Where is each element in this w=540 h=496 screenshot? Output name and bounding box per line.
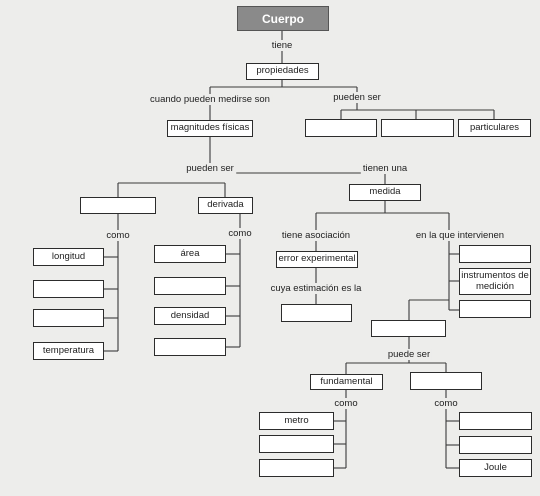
node-blank-metro-3 xyxy=(259,459,334,477)
node-blank-joule-2 xyxy=(459,436,532,454)
node-magnitudes: magnitudes físicas xyxy=(167,120,253,137)
node-derivada: derivada xyxy=(198,197,253,214)
link-tiene-asociacion: tiene asociación xyxy=(279,230,353,241)
node-blank-joule-1 xyxy=(459,412,532,430)
title-cuerpo: Cuerpo xyxy=(237,6,329,31)
link-como-fund: como xyxy=(332,398,360,409)
node-blank-interv-3 xyxy=(459,300,531,318)
node-area: área xyxy=(154,245,226,263)
node-blank-deriv-2 xyxy=(154,277,226,295)
node-particulares: particulares xyxy=(458,119,531,137)
link-como-left: como xyxy=(104,230,132,241)
node-blank-unidades xyxy=(371,320,446,337)
node-blank-estimacion xyxy=(281,304,352,322)
node-fundamental: fundamental xyxy=(310,374,383,390)
node-error-experimental: error experimental xyxy=(276,251,358,268)
link-puede-ser: puede ser xyxy=(385,349,433,360)
node-densidad: densidad xyxy=(154,307,226,325)
link-cuando-pueden: cuando pueden medirse son xyxy=(148,94,272,105)
link-como-deriv: como xyxy=(226,228,254,239)
link-como-right: como xyxy=(432,398,460,409)
node-metro: metro xyxy=(259,412,334,430)
link-pueden-ser-top: pueden ser xyxy=(331,92,383,103)
node-blank-fund-2 xyxy=(33,280,104,298)
node-temperatura: temperatura xyxy=(33,342,104,360)
link-cuya-estimacion: cuya estimación es la xyxy=(268,283,364,294)
node-blank-prop-1 xyxy=(305,119,377,137)
node-longitud: longitud xyxy=(33,248,104,266)
node-joule: Joule xyxy=(459,459,532,477)
node-blank-deriv-4 xyxy=(154,338,226,356)
node-blank-fundamental-kind xyxy=(80,197,156,214)
node-blank-metro-2 xyxy=(259,435,334,453)
link-en-la-que: en la que intervienen xyxy=(413,230,507,241)
node-blank-derived-unit xyxy=(410,372,482,390)
node-blank-interv-1 xyxy=(459,245,531,263)
link-tienen-una: tienen una xyxy=(360,163,410,174)
node-instrumentos: instrumentos de medición xyxy=(459,268,531,295)
node-blank-prop-2 xyxy=(381,119,454,137)
link-pueden-ser-mid: pueden ser xyxy=(184,163,236,174)
link-tiene: tiene xyxy=(269,40,295,51)
node-blank-fund-3 xyxy=(33,309,104,327)
node-medida: medida xyxy=(349,184,421,201)
node-propiedades: propiedades xyxy=(246,63,319,80)
